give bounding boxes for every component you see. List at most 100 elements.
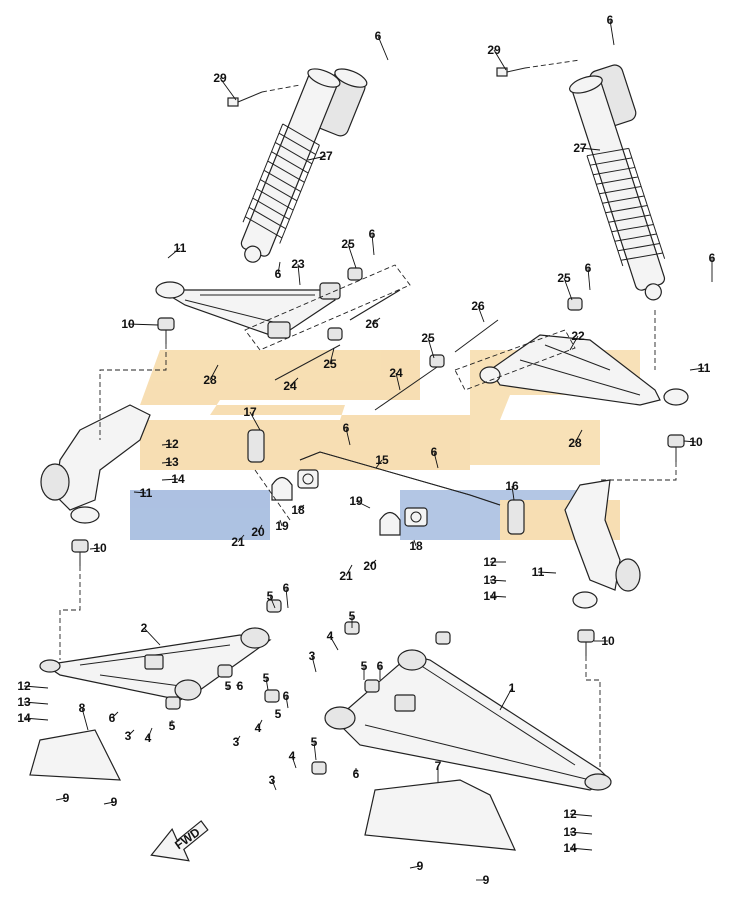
part-callout-label: 6 [283, 581, 290, 595]
callout-leader-line [291, 755, 297, 769]
callout-leader-line [427, 337, 435, 359]
callout-leader-line [371, 317, 381, 325]
part-callout-label: 28 [568, 436, 582, 450]
callout-leader-line [143, 627, 161, 646]
callout-leader-line [371, 233, 375, 256]
ball-joint-lower-right [577, 629, 595, 656]
stabilizer-bushing-left [297, 469, 319, 489]
part-callout-label: 10 [689, 435, 703, 449]
part-callout-label: 5 [169, 719, 176, 733]
watermark-blue-bar-left [130, 490, 270, 540]
part-callout-label: 5 [349, 609, 356, 623]
callout-leader-line [489, 579, 507, 582]
part-callout-label: 23 [291, 257, 305, 271]
part-callout-label: 4 [289, 749, 296, 763]
part-callout-label: 7 [435, 759, 442, 773]
part-callout-label: 29 [213, 71, 227, 85]
callout-leader-line [257, 524, 263, 533]
left-shock-body [240, 71, 338, 257]
callout-leader-line [219, 77, 237, 101]
callout-leader-line [345, 427, 351, 446]
part-callout-label: 13 [17, 695, 31, 709]
part-callout-label: 21 [231, 535, 245, 549]
part-callout-label: 5 [361, 659, 368, 673]
part-callout-label: 26 [471, 299, 485, 313]
part-callout-label: 10 [93, 541, 107, 555]
part-callout-label: 11 [532, 565, 545, 579]
fwd-arrow: FWD [150, 820, 209, 862]
callout-leader-line [89, 547, 101, 550]
callout-leader-line [689, 367, 705, 371]
callout-leader-line [249, 411, 261, 431]
callout-leader-line [683, 440, 697, 443]
callout-leader-line [55, 797, 67, 801]
callout-leader-line [511, 485, 515, 501]
part-callout-label: 9 [483, 873, 490, 887]
upper-left-a-arm [155, 281, 341, 339]
callout-leader-line [313, 741, 317, 761]
part-callout-label: 6 [431, 445, 438, 459]
part-callout-label: 14 [171, 472, 185, 486]
part-callout-label: 12 [483, 555, 497, 569]
callout-leader-line [369, 559, 377, 567]
bushings [165, 267, 583, 775]
part-callout-label: 16 [505, 479, 519, 493]
part-callout-label: 9 [417, 859, 424, 873]
lower-left-a-arm [39, 627, 272, 701]
callout-leader-line [574, 429, 583, 444]
callout-leader-line [307, 155, 327, 161]
right-steering-knuckle [564, 479, 641, 609]
callout-leader-line [271, 779, 277, 791]
part-callout-label: 25 [341, 237, 355, 251]
callout-leader-line [209, 364, 219, 381]
callout-leader-line [167, 247, 181, 259]
watermark-orange-s [140, 350, 470, 470]
callout-leader-line [569, 847, 593, 851]
part-callout-label: 11 [698, 361, 711, 375]
callout-leader-line [23, 717, 49, 721]
part-callout-label: 3 [269, 773, 276, 787]
callout-leader-line [609, 19, 615, 46]
part-callout-label: 19 [349, 494, 363, 508]
part-callout-label: 19 [275, 519, 289, 533]
left-shock-absorber [240, 68, 368, 263]
part-callout-label: 10 [121, 317, 135, 331]
part-callout-label: 10 [601, 634, 615, 648]
left-long-bolt [274, 344, 341, 381]
part-callout-label: 6 [343, 421, 350, 435]
part-callout-label: 6 [237, 679, 244, 693]
callout-leader-line [23, 685, 49, 689]
callout-leader-line [413, 539, 417, 547]
part-callout-label: 20 [251, 525, 265, 539]
left-skid-plate [29, 729, 121, 781]
part-callout-label: 5 [267, 589, 274, 603]
part-callout-label: 12 [563, 807, 577, 821]
callout-leader-line [579, 147, 601, 151]
part-callout-label: 13 [563, 825, 577, 839]
callout-leader-line [285, 695, 289, 709]
callout-leader-line [537, 571, 557, 574]
part-callout-label: 18 [409, 539, 423, 553]
callout-leader-line [147, 727, 153, 739]
part-callout-label: 24 [283, 379, 297, 393]
ball-joint-upper-right [667, 434, 685, 462]
part-callout-label: 25 [323, 357, 337, 371]
callout-leader-line [127, 729, 135, 737]
callout-leader-line [161, 443, 173, 446]
callout-leader-line [103, 801, 115, 805]
part-callout-label: 9 [63, 791, 70, 805]
lower-right-a-arm [324, 649, 612, 791]
callout-leader-line [375, 459, 383, 469]
callout-leader-line [235, 735, 241, 743]
callout-leader-line [297, 504, 305, 511]
callout-leader-line [409, 865, 421, 869]
part-callout-label: 8 [79, 701, 86, 715]
part-callout-label: 4 [255, 721, 262, 735]
left-pivot-pin [244, 264, 411, 351]
part-callout-label: 3 [125, 729, 132, 743]
part-callout-label: 5 [275, 707, 282, 721]
part-callout-label: 2 [141, 621, 148, 635]
callout-leader-line [493, 49, 507, 71]
